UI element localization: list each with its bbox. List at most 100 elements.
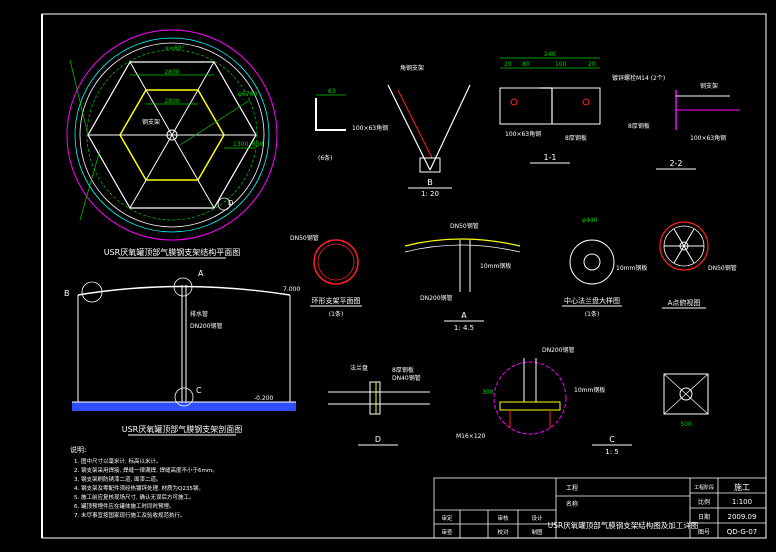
c-bolt: M16×120 (456, 433, 485, 440)
tb-scale: 1:100 (732, 498, 752, 506)
plan-angle-label: α=60° (165, 45, 185, 52)
c-base-plate (499, 401, 561, 411)
tb-proof: 校对 (497, 528, 509, 536)
c-label: C (609, 435, 615, 444)
detail-2-2: 镀锌螺栓M14 (2个) 钢支架 100×63角钢 8厚钢板 2-2 (612, 74, 740, 170)
plan-dim-mid: 2800 (164, 98, 179, 105)
flange-label: 中心法兰盘大样图 (564, 296, 620, 305)
plan-dia-label: φ6760 (238, 91, 257, 98)
tb-phase-label: 工程阶段 (694, 484, 714, 491)
b-angle-left (387, 84, 431, 171)
11-label: 1-1 (543, 153, 556, 162)
tb-check: 审查 (441, 528, 453, 536)
outer-roof-circle (66, 29, 278, 241)
bolt-hole-2 (582, 98, 590, 106)
section-title: USR厌氧罐顶部气膜钢支架剖面图 (122, 424, 243, 434)
center-ring: φ440 10mm钢板 中心法兰盘大样图 (1条) (562, 217, 647, 318)
note-line: 4. 钢支架及零配件须经热镀锌处理, 材质为Q235钢。 (74, 484, 204, 492)
b-scale: 1: 20 (421, 190, 439, 198)
flange-outer (569, 239, 615, 285)
c-base-plan (663, 373, 709, 415)
tb-drawing-title: USR厌氧罐顶部气膜钢支架结构图及加工详图 (548, 520, 698, 530)
flange-count: (1条) (585, 310, 600, 318)
tb-review: 审核 (497, 514, 509, 522)
tb-drawing-no-label: 图号 (698, 529, 710, 536)
title-block (433, 477, 767, 539)
flange-dim: φ440 (582, 217, 598, 224)
a-label: A (461, 311, 467, 320)
22-note-2: 100×63角钢 (690, 134, 726, 142)
plate-11 (499, 87, 601, 125)
c-dim-w: 500 (680, 421, 692, 428)
notes-block: 说明: 1. 图中尺寸以毫米计, 标高以米计。 2. 钢支架采用焊接, 焊缝一律… (70, 445, 218, 519)
angle-dim: 63 (328, 88, 336, 95)
roof-arc (77, 285, 291, 296)
inner-wall-circle (79, 42, 265, 228)
tank-wall-circle (74, 37, 270, 233)
b-base-plate (419, 157, 441, 173)
section-pipe-label-2: DN200钢管 (190, 322, 223, 330)
plan-title: USR厌氧罐顶部气膜钢支架结构平面图 (104, 247, 241, 257)
section-view: B A C 排水管 DN200钢管 7.000 -0.200 USR厌氧罐顶部气… (64, 269, 300, 436)
22-note-1: 钢支架 (700, 82, 718, 90)
d-label: D (375, 435, 381, 444)
bolt-hole-1 (510, 98, 518, 106)
a-top-view: DN50钢管 A点俯视图 (659, 221, 737, 309)
section-pipe-label: 排水管 (190, 310, 208, 318)
plan-dim-top: 2800 (164, 69, 179, 76)
flange-plate: 10mm钢板 (616, 264, 647, 272)
a-scale: 1: 4.5 (454, 324, 474, 332)
atop-center (679, 241, 689, 251)
a-pipe1: DN50钢管 (450, 222, 479, 230)
c-base-pipe (679, 387, 693, 401)
b-angle-right (429, 84, 471, 171)
b-label: B (427, 178, 433, 187)
plan-dim-right: 1300 (233, 141, 248, 148)
note-line: 7. 未尽事宜按国家现行施工及验收规范执行。 (74, 511, 186, 519)
elev-bottom: -0.200 (254, 395, 274, 402)
section-callout-a (173, 277, 193, 297)
center-ring-mark (166, 129, 178, 141)
c-scale: 1: 5 (605, 448, 619, 456)
plan-dimensions (69, 59, 256, 221)
note-line: 2. 钢支架采用焊接, 焊缝一律满焊, 焊缝高度不小于6mm。 (74, 466, 218, 474)
foundation-slab (72, 402, 296, 411)
atop-label: A点俯视图 (668, 298, 701, 307)
dim-part-4: 20 (588, 61, 596, 68)
tb-project-label: 工程 (566, 484, 578, 492)
detail-d: 法兰盘 8厚钢板 DN40钢管 D (328, 364, 430, 446)
angle-detail: 63 (6条) (315, 88, 346, 162)
plan-label-d: D (228, 199, 233, 207)
dim-part-3: 100 (555, 61, 567, 68)
tb-scale-label: 比例 (698, 498, 710, 506)
22-note-bolt: 镀锌螺栓M14 (2个) (612, 74, 665, 82)
c-callout-circle (493, 361, 567, 435)
b-steel-red (397, 89, 433, 159)
22-note-3: 8厚钢板 (628, 122, 650, 130)
d-note-3: DN40钢管 (392, 374, 421, 382)
atop-spokes (664, 228, 704, 264)
tb-drawing-no: QD-G-07 (727, 528, 758, 536)
ring-count: (1条) (329, 310, 344, 318)
a-pipe2: DN200钢管 (420, 294, 453, 302)
tb-draft: 制图 (531, 528, 543, 536)
tb-date-label: 日期 (698, 513, 710, 521)
detail-d-callout (217, 197, 231, 211)
tb-design: 设计 (531, 514, 543, 522)
plan-view: 2800 2800 1300 850 φ6760 α=60° 钢支架 D USR… (66, 29, 278, 259)
detail-a: DN50钢管 10mm钢板 DN200钢管 A 1: 4.5 (404, 222, 521, 332)
dim-circle (86, 49, 258, 221)
dim-part-2: 80 (522, 61, 530, 68)
ring-inner (317, 243, 355, 281)
d-note-2: 8厚钢板 (392, 366, 414, 374)
dim-part-1: 20 (504, 61, 512, 68)
detail-c: 300 DN200钢管 10mm钢板 M16×120 C 1: 5 500 (456, 346, 709, 456)
section-label-b: B (64, 289, 70, 298)
detail-1-1: 240 20 80 100 20 100×63角钢 8厚钢板 1-1 (499, 51, 601, 164)
atop-pipe: DN50钢管 (708, 264, 737, 272)
11-note-2: 100×63角钢 (505, 130, 541, 138)
elev-top: 7.000 (283, 286, 300, 293)
a-roof-pipe (404, 238, 521, 247)
